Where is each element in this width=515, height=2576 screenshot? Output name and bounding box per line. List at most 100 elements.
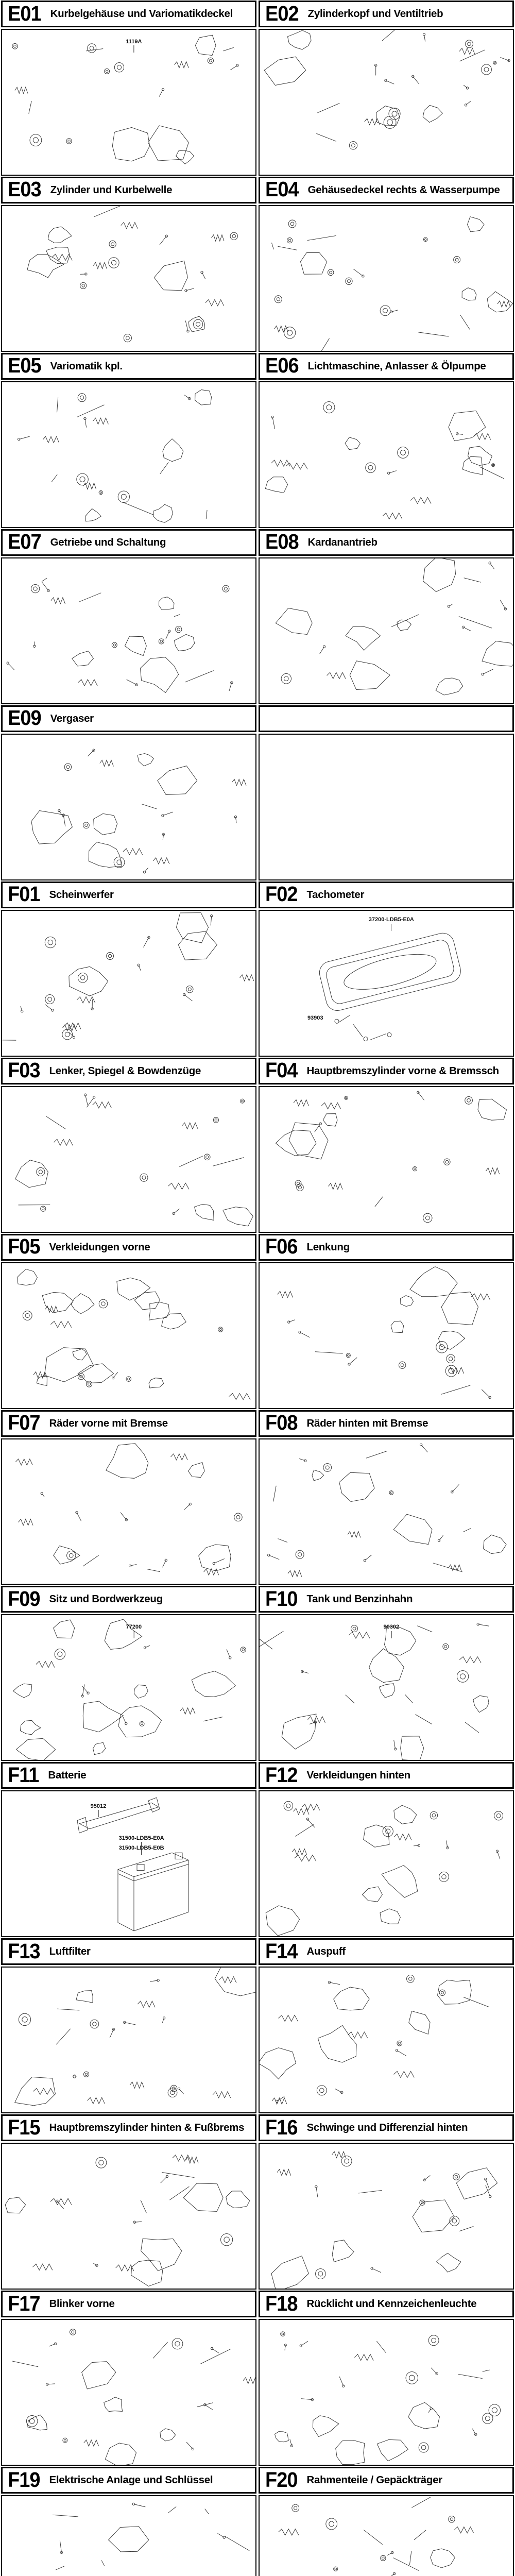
section-header: F20 Rahmenteile / Gepäckträger <box>259 2467 514 2494</box>
exploded-diagram <box>1 205 256 352</box>
part-number-label: 31500-LDB5-E0A <box>119 1835 164 1856</box>
section-cell-e06[interactable]: E06 Lichtmaschine, Anlasser & Ölpumpe <box>258 352 515 529</box>
section-code: E01 <box>8 2 42 26</box>
section-header <box>259 705 514 732</box>
diagram-sketch <box>2 912 254 1041</box>
section-header: F11 Batterie <box>1 1762 256 1789</box>
section-title: Gehäusedeckel rechts & Wasserpumpe <box>307 183 500 196</box>
section-cell-empty <box>258 705 515 881</box>
section-code: E08 <box>265 530 299 554</box>
exploded-diagram <box>259 1262 514 1409</box>
section-cell-e03[interactable]: E03 Zylinder und Kurbelwelle <box>0 176 258 352</box>
section-cell-f17[interactable]: F17 Blinker vorne <box>0 2290 258 2466</box>
section-code: F13 <box>8 1940 40 1963</box>
part-number: 93903 <box>307 1014 323 1021</box>
diagram-sketch <box>27 206 238 343</box>
exploded-diagram <box>259 2495 514 2576</box>
part-number-label: 95012 <box>91 1803 106 1818</box>
exploded-diagram <box>1 1086 256 1233</box>
section-cell-f18[interactable]: F18 Rücklicht und Kennzeichenleuchte <box>258 2290 515 2466</box>
section-header: F17 Blinker vorne <box>1 2291 256 2318</box>
section-title: Getriebe und Schaltung <box>50 536 166 548</box>
section-code: F05 <box>8 1235 40 1259</box>
section-title: Rücklicht und Kennzeichenleuchte <box>306 2298 477 2310</box>
section-title: Räder hinten mit Bremse <box>306 1417 428 1429</box>
section-cell-f09[interactable]: F09 Sitz und Bordwerkzeug 77200 <box>0 1585 258 1761</box>
section-header: F05 Verkleidungen vorne <box>1 1233 256 1261</box>
section-cell-f10[interactable]: F10 Tank und Benzinhahn 90302 <box>258 1585 515 1761</box>
section-title: Zylinderkopf und Ventiltrieb <box>307 8 443 20</box>
section-code: F09 <box>8 1587 40 1611</box>
section-cell-f19[interactable]: F19 Elektrische Anlage und Schlüssel <box>0 2466 258 2576</box>
section-code: E04 <box>265 178 299 202</box>
exploded-diagram <box>259 733 514 880</box>
exploded-diagram <box>1 2143 256 2290</box>
section-code: F07 <box>8 1411 40 1435</box>
section-code: E05 <box>8 354 42 378</box>
exploded-diagram <box>259 1967 514 2114</box>
section-cell-f07[interactable]: F07 Räder vorne mit Bremse <box>0 1410 258 1586</box>
section-cell-e05[interactable]: E05 Variomatik kpl. <box>0 352 258 529</box>
section-cell-e02[interactable]: E02 Zylinderkopf und Ventiltrieb <box>258 0 515 176</box>
exploded-diagram <box>259 205 514 352</box>
diagram-sketch <box>31 749 247 874</box>
section-header: F09 Sitz und Bordwerkzeug <box>1 1586 256 1613</box>
section-title: Hauptbremszylinder hinten & Fußbrems <box>49 2122 245 2134</box>
section-cell-f16[interactable]: F16 Schwinge und Differenzial hinten <box>258 2114 515 2290</box>
section-code: F11 <box>8 1764 39 1787</box>
section-cell-f12[interactable]: F12 Verkleidungen hinten <box>258 1761 515 1938</box>
section-header: F19 Elektrische Anlage und Schlüssel <box>1 2467 256 2494</box>
battery-drawing <box>77 1797 189 1931</box>
section-code: F19 <box>8 2468 40 2492</box>
section-header: E02 Zylinderkopf und Ventiltrieb <box>259 1 514 27</box>
section-title: Schwinge und Differenzial hinten <box>306 2122 468 2134</box>
section-title: Lichtmaschine, Anlasser & Ölpumpe <box>307 360 486 372</box>
section-cell-e09[interactable]: E09 Vergaser <box>0 705 258 881</box>
diagram-sketch <box>12 2329 255 2465</box>
exploded-diagram <box>1 1262 256 1409</box>
section-header: F16 Schwinge und Differenzial hinten <box>259 2114 514 2142</box>
diagram-sketch <box>53 2502 250 2570</box>
section-code: F18 <box>265 2292 298 2316</box>
diagram-sketch <box>5 2155 250 2287</box>
section-cell-f13[interactable]: F13 Luftfilter <box>0 1938 258 2114</box>
part-number-label: 77200 <box>126 1624 142 1638</box>
leader-line <box>141 1842 142 1856</box>
section-title: Kardanantrieb <box>307 536 377 548</box>
section-header: E04 Gehäusedeckel rechts & Wasserpumpe <box>259 176 514 204</box>
section-header: F12 Verkleidungen hinten <box>259 1762 514 1789</box>
section-cell-f06[interactable]: F06 Lenkung <box>258 1233 515 1410</box>
section-cell-f14[interactable]: F14 Auspuff <box>258 1938 515 2114</box>
exploded-diagram: 77200 <box>1 1614 256 1761</box>
diagram-sketch <box>271 216 513 351</box>
exploded-diagram <box>1 909 256 1057</box>
diagram-sketch <box>15 1443 243 1575</box>
section-title: Auspuff <box>306 1945 346 1958</box>
section-cell-f01[interactable]: F01 Scheinwerfer <box>0 881 258 1057</box>
leader-line <box>133 45 134 53</box>
part-number: 77200 <box>126 1624 142 1631</box>
section-cell-e08[interactable]: E08 Kardanantrieb <box>258 529 515 705</box>
section-cell-f04[interactable]: F04 Hauptbremszylinder vorne & Bremssch <box>258 1057 515 1233</box>
diagram-sketch <box>265 1801 504 1937</box>
diagram-sketch <box>265 401 504 520</box>
section-cell-f20[interactable]: F20 Rahmenteile / Gepäckträger <box>258 2466 515 2576</box>
section-title: Luftfilter <box>49 1945 91 1958</box>
exploded-diagram <box>259 1790 514 1938</box>
part-number: 90302 <box>383 1624 400 1631</box>
section-cell-f03[interactable]: F03 Lenker, Spiegel & Bowdenzüge <box>0 1057 258 1233</box>
section-header: F06 Lenkung <box>259 1233 514 1261</box>
section-cell-e07[interactable]: E07 Getriebe und Schaltung <box>0 529 258 705</box>
section-cell-f05[interactable]: F05 Verkleidungen vorne <box>0 1233 258 1410</box>
section-title: Scheinwerfer <box>49 888 114 901</box>
diagram-sketch <box>271 2151 498 2289</box>
exploded-diagram <box>1 1967 256 2114</box>
section-cell-e04[interactable]: E04 Gehäusedeckel rechts & Wasserpumpe <box>258 176 515 352</box>
section-title: Zylinder und Kurbelwelle <box>50 183 173 196</box>
section-cell-f08[interactable]: F08 Räder hinten mit Bremse <box>258 1410 515 1586</box>
section-cell-e01[interactable]: E01 Kurbelgehäuse und Variomatikdeckel 1… <box>0 0 258 176</box>
section-cell-f15[interactable]: F15 Hauptbremszylinder hinten & Fußbrems <box>0 2114 258 2290</box>
